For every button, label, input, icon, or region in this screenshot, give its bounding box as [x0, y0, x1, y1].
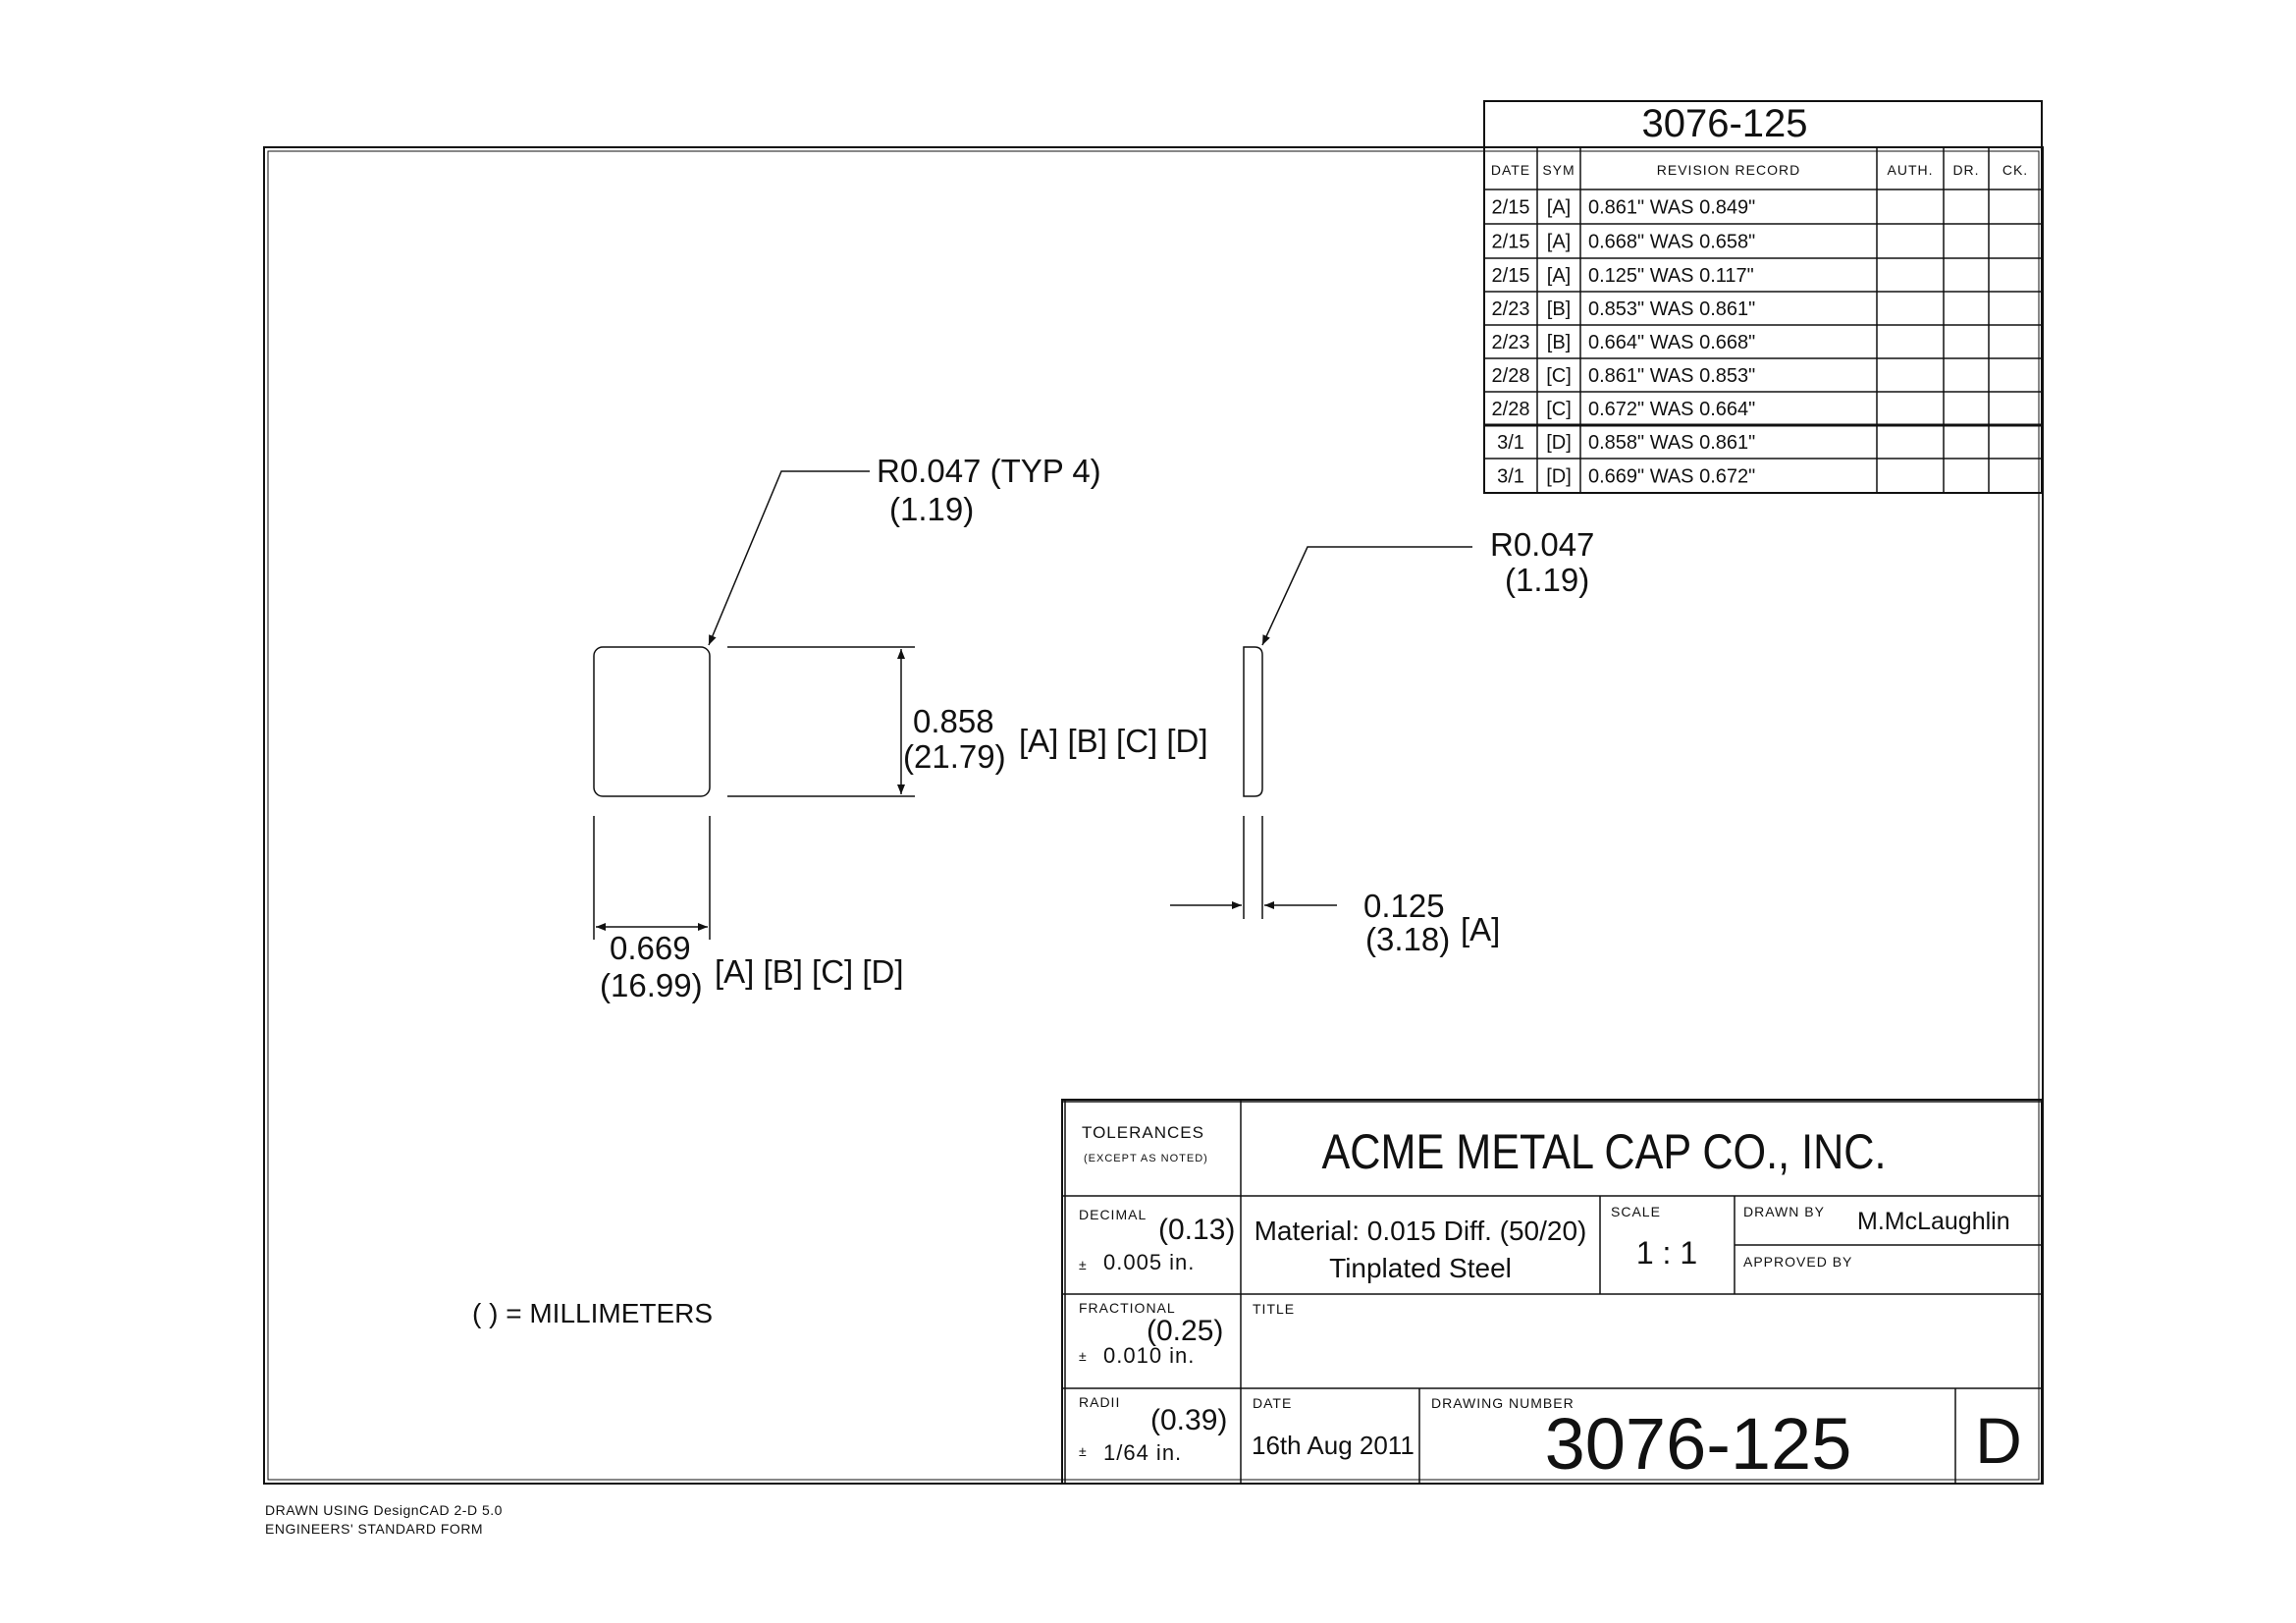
width-value: 0.669 — [610, 930, 691, 966]
tolerances-sublabel: (EXCEPT AS NOTED) — [1084, 1153, 1208, 1164]
rev-date: 2/23 — [1492, 298, 1530, 320]
header-revision-record: REVISION RECORD — [1657, 162, 1800, 178]
fractional-plus-minus: ± — [1079, 1348, 1087, 1364]
dimension-lines — [593, 470, 1472, 940]
header-date: DATE — [1491, 162, 1530, 178]
revision-table — [1483, 100, 2043, 494]
drawing-number-label: DRAWING NUMBER — [1431, 1395, 1575, 1411]
rev-date: 2/15 — [1492, 265, 1530, 287]
size-letter: D — [1975, 1404, 2022, 1477]
part-side-view — [1243, 646, 1263, 797]
scale-value: 1 : 1 — [1636, 1235, 1697, 1271]
millimeters-note: ( ) = MILLIMETERS — [472, 1298, 713, 1328]
thickness-revisions: [A] — [1461, 911, 1500, 947]
fractional-label: FRACTIONAL — [1079, 1300, 1176, 1316]
decimal-label: DECIMAL — [1079, 1207, 1147, 1222]
rev-sym: [D] — [1546, 432, 1572, 454]
height-revisions: [A] [B] [C] [D] — [1019, 723, 1208, 759]
radius-typ-mm: (1.19) — [889, 491, 974, 527]
revision-rows: 2/15 [A] 0.861" WAS 0.849" 2/15 [A] 0.668" WA… — [1492, 197, 1756, 488]
rev-record: 0.668" WAS 0.658" — [1588, 232, 1755, 253]
approved-by-label: APPROVED BY — [1743, 1254, 1852, 1270]
header-auth: AUTH. — [1888, 162, 1934, 178]
fractional-value: 0.010 in. — [1103, 1343, 1195, 1368]
rev-record: 0.672" WAS 0.664" — [1588, 399, 1755, 420]
height-value: 0.858 — [913, 703, 994, 739]
rev-sym: [D] — [1546, 466, 1572, 488]
header-ck: CK. — [2002, 162, 2028, 178]
drawn-by-label: DRAWN BY — [1743, 1204, 1825, 1219]
date-value: 16th Aug 2011 — [1252, 1431, 1415, 1460]
rev-record: 0.861" WAS 0.853" — [1588, 365, 1755, 387]
company-name: ACME METAL CAP CO., INC. — [1322, 1124, 1887, 1179]
decimal-value: 0.005 in. — [1103, 1250, 1195, 1274]
radius-typ-label: R0.047 (TYP 4) — [877, 453, 1101, 489]
radius-side-mm: (1.19) — [1505, 562, 1589, 598]
rev-sym: [A] — [1547, 197, 1571, 219]
footer-line2: ENGINEERS' STANDARD FORM — [265, 1521, 483, 1537]
radii-plus-minus: ± — [1079, 1443, 1087, 1459]
sheet-border — [263, 146, 2044, 1485]
material-line1: Material: 0.015 Diff. (50/20) — [1255, 1216, 1587, 1246]
rev-date: 2/15 — [1492, 197, 1530, 219]
rev-date: 2/23 — [1492, 332, 1530, 353]
rev-record: 0.853" WAS 0.861" — [1588, 298, 1755, 320]
rev-sym: [C] — [1546, 365, 1572, 387]
rev-record: 0.861" WAS 0.849" — [1588, 197, 1755, 219]
revision-table-number: 3076-125 — [1641, 102, 1807, 145]
drawing-number: 3076-125 — [1545, 1403, 1852, 1485]
rev-sym: [B] — [1547, 298, 1571, 320]
radii-mm: (0.39) — [1150, 1404, 1227, 1436]
footer-line1: DRAWN USING DesignCAD 2-D 5.0 — [265, 1502, 503, 1518]
thickness-mm: (3.18) — [1365, 921, 1450, 957]
drawn-by-value: M.McLaughlin — [1857, 1208, 2010, 1235]
title-block — [1061, 1099, 2043, 1485]
rev-sym: [C] — [1546, 399, 1572, 420]
radius-leader-typ — [708, 470, 870, 646]
width-mm: (16.99) — [600, 967, 703, 1003]
rev-sym: [A] — [1547, 265, 1571, 287]
scale-label: SCALE — [1611, 1204, 1661, 1219]
thickness-value: 0.125 — [1363, 888, 1445, 924]
rev-record: 0.669" WAS 0.672" — [1588, 466, 1755, 488]
footer: DRAWN USING DesignCAD 2-D 5.0 ENGINEERS'… — [265, 1502, 503, 1537]
date-label: DATE — [1253, 1395, 1292, 1411]
rev-sym: [A] — [1547, 232, 1571, 253]
rev-date: 2/28 — [1492, 365, 1530, 387]
decimal-mm: (0.13) — [1158, 1214, 1235, 1246]
height-mm: (21.79) — [903, 738, 1006, 775]
rev-date: 3/1 — [1497, 466, 1524, 488]
part-front-view — [593, 646, 711, 797]
header-sym: SYM — [1542, 162, 1575, 178]
header-dr: DR. — [1952, 162, 1979, 178]
title-block-text: TOLERANCES (EXCEPT AS NOTED) ACME METAL … — [1079, 1123, 2022, 1485]
radii-label: RADII — [1079, 1394, 1120, 1410]
width-revisions: [A] [B] [C] [D] — [715, 953, 904, 990]
radius-side-label: R0.047 — [1490, 526, 1594, 563]
rev-record: 0.125" WAS 0.117" — [1588, 265, 1754, 287]
fractional-mm: (0.25) — [1147, 1315, 1223, 1347]
rev-record: 0.664" WAS 0.668" — [1588, 332, 1755, 353]
revision-table-headers: DATE SYM REVISION RECORD AUTH. DR. CK. — [1491, 162, 2028, 178]
title-label: TITLE — [1253, 1301, 1295, 1317]
radius-leader-side — [1261, 546, 1472, 646]
tolerances-label: TOLERANCES — [1082, 1123, 1204, 1142]
dimension-text: R0.047 (TYP 4) (1.19) R0.047 (1.19) 0.85… — [600, 453, 1594, 1003]
radii-value: 1/64 in. — [1103, 1440, 1182, 1465]
rev-date: 2/15 — [1492, 232, 1530, 253]
rev-sym: [B] — [1547, 332, 1571, 353]
rev-date: 3/1 — [1497, 432, 1524, 454]
rev-record: 0.858" WAS 0.861" — [1588, 432, 1755, 454]
decimal-plus-minus: ± — [1079, 1257, 1087, 1272]
material-line2: Tinplated Steel — [1329, 1253, 1512, 1283]
rev-date: 2/28 — [1492, 399, 1530, 420]
